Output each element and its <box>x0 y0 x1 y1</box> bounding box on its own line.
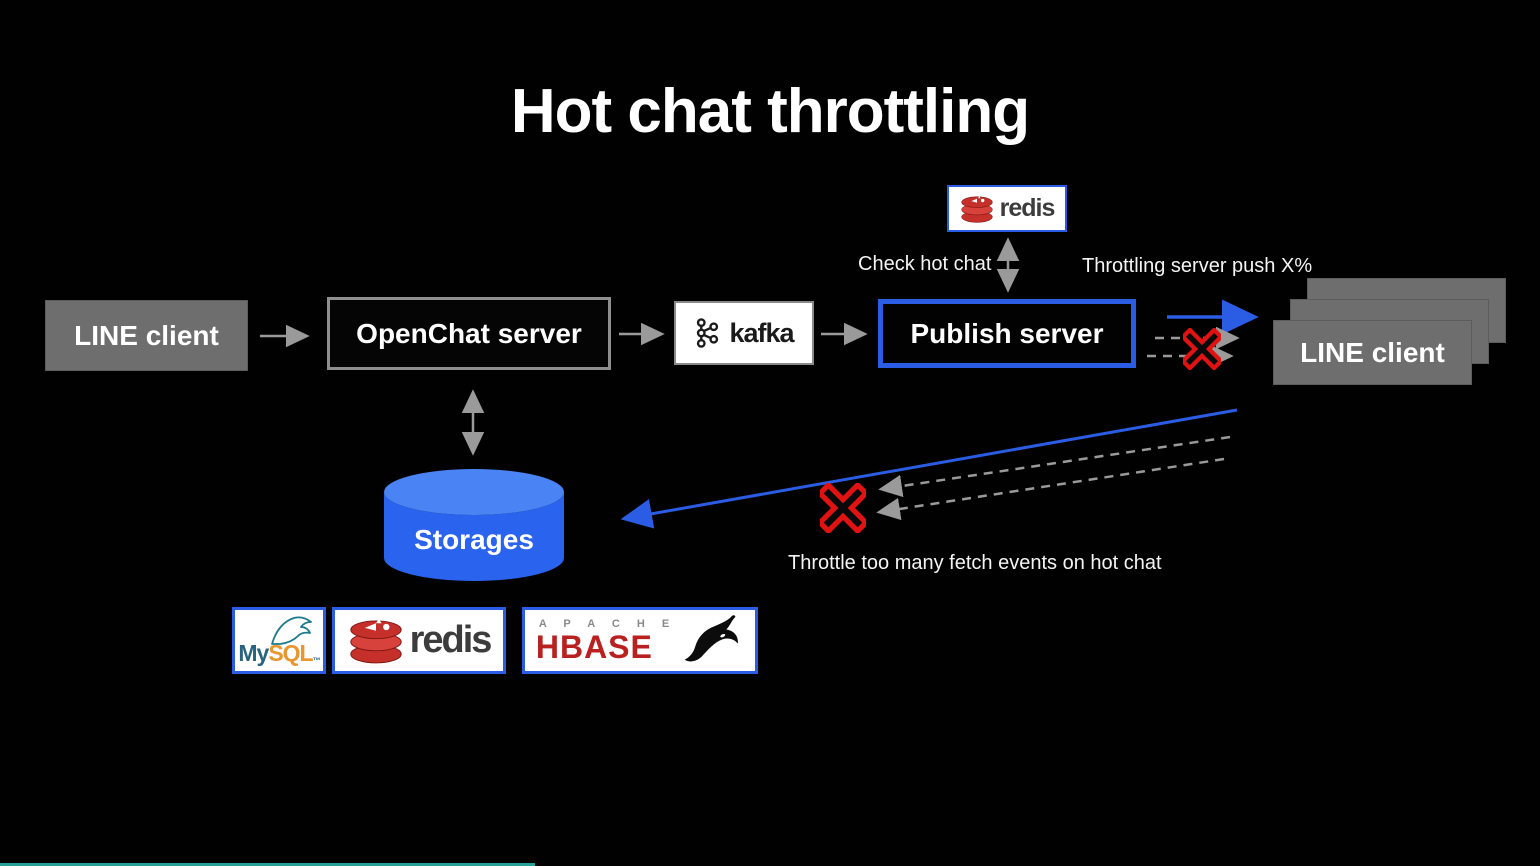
annotation-check-hot-chat: Check hot chat <box>858 253 992 275</box>
annotation-throttling-push: Throttling server push X% <box>1082 255 1313 277</box>
node-publish-server: Publish server <box>878 299 1136 368</box>
node-openchat-server-label: OpenChat server <box>356 317 582 349</box>
node-publish-server-label: Publish server <box>910 317 1104 349</box>
node-kafka-label: kafka <box>729 317 794 348</box>
hbase-orca-icon <box>684 614 739 661</box>
video-progress-bar[interactable] <box>0 863 535 866</box>
x-mark-icon-fetch <box>820 483 866 533</box>
arrow-client-fetch-to-storages <box>620 408 1238 529</box>
node-storages-label: Storages <box>414 524 534 555</box>
mysql-sql-text: SQL <box>268 640 313 666</box>
x-mark-icon-push <box>1183 328 1221 370</box>
redis-wordmark: redis <box>409 619 493 661</box>
node-line-client-left: LINE client <box>45 300 248 371</box>
node-redis-cache: redis <box>947 185 1067 232</box>
node-kafka: kafka <box>674 301 814 365</box>
storages-cylinder <box>384 469 564 581</box>
hbase-apache-text: A P A C H E <box>538 617 677 630</box>
hbase-wordmark: HBASE <box>535 628 653 665</box>
logo-box-redis: redis <box>332 607 506 674</box>
page-title: Hot chat throttling <box>510 77 1030 146</box>
redis-icon <box>961 195 993 223</box>
redis-icon <box>349 618 402 663</box>
logo-box-mysql: MySQL™ <box>232 607 326 674</box>
arrow-client-fetch-throttled-1 <box>878 435 1231 498</box>
node-line-client-right-label: LINE client <box>1300 336 1445 368</box>
node-line-client-right: LINE client <box>1273 320 1472 385</box>
mysql-tm-text: ™ <box>312 656 321 665</box>
mysql-wordmark: MySQL™ <box>238 640 321 666</box>
node-openchat-server: OpenChat server <box>327 297 611 370</box>
node-redis-cache-label: redis <box>999 194 1056 222</box>
node-line-client-left-label: LINE client <box>74 319 219 351</box>
arrow-client-fetch-throttled-2 <box>876 457 1225 521</box>
kafka-icon <box>697 318 719 348</box>
mysql-my-text: My <box>238 640 269 666</box>
mysql-dolphin-icon <box>271 616 312 645</box>
annotation-throttle-fetch: Throttle too many fetch events on hot ch… <box>788 552 1162 574</box>
logo-box-hbase: A P A C H E HBASE <box>522 607 758 674</box>
